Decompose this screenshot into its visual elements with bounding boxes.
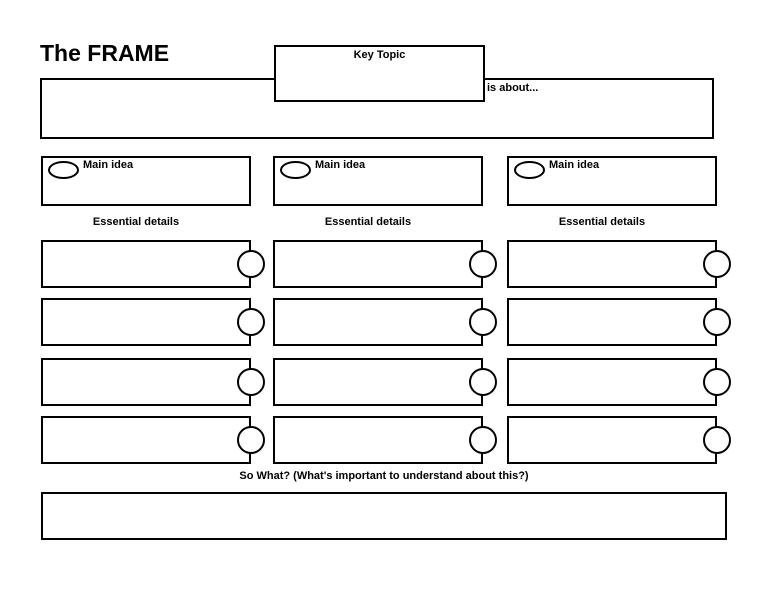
detail-box-col1-row2[interactable] <box>41 298 265 346</box>
main-idea-label: Main idea <box>549 159 600 171</box>
detail-circle <box>703 308 731 336</box>
detail-box-col1-row3[interactable] <box>41 358 265 406</box>
essential-details-heading-1: Essential details <box>92 216 180 228</box>
main-idea-label: Main idea <box>83 159 134 171</box>
detail-circle <box>469 308 497 336</box>
detail-circle <box>237 368 265 396</box>
so-what-box[interactable] <box>41 492 727 540</box>
about-label: is about... <box>487 82 539 94</box>
detail-box-col1-row1[interactable] <box>41 240 265 288</box>
detail-box-col1-row4[interactable] <box>41 416 265 464</box>
detail-box-col2-row4[interactable] <box>273 416 497 464</box>
detail-circle <box>237 426 265 454</box>
key-topic-label: Key Topic <box>353 49 406 61</box>
main-idea-oval <box>48 161 79 179</box>
key-topic-box[interactable]: Key Topic <box>274 45 485 102</box>
detail-box-col3-row3[interactable] <box>507 358 731 406</box>
detail-circle <box>703 250 731 278</box>
detail-box-col3-row2[interactable] <box>507 298 731 346</box>
essential-details-heading-3: Essential details <box>558 216 646 228</box>
main-idea-box-2[interactable]: Main idea <box>273 156 483 206</box>
detail-circle <box>703 426 731 454</box>
detail-box-col3-row1[interactable] <box>507 240 731 288</box>
main-idea-label: Main idea <box>315 159 366 171</box>
detail-circle <box>237 308 265 336</box>
detail-circle <box>237 250 265 278</box>
detail-box-col2-row3[interactable] <box>273 358 497 406</box>
so-what-label: So What? (What's important to understand… <box>239 470 529 482</box>
detail-circle <box>469 250 497 278</box>
main-idea-box-3[interactable]: Main idea <box>507 156 717 206</box>
main-idea-oval <box>514 161 545 179</box>
page-title: The FRAME <box>40 40 170 66</box>
detail-box-col2-row1[interactable] <box>273 240 497 288</box>
main-idea-box-1[interactable]: Main idea <box>41 156 251 206</box>
main-idea-oval <box>280 161 311 179</box>
detail-circle <box>469 426 497 454</box>
detail-box-col2-row2[interactable] <box>273 298 497 346</box>
detail-circle <box>469 368 497 396</box>
detail-box-col3-row4[interactable] <box>507 416 731 464</box>
detail-circle <box>703 368 731 396</box>
essential-details-heading-2: Essential details <box>324 216 412 228</box>
